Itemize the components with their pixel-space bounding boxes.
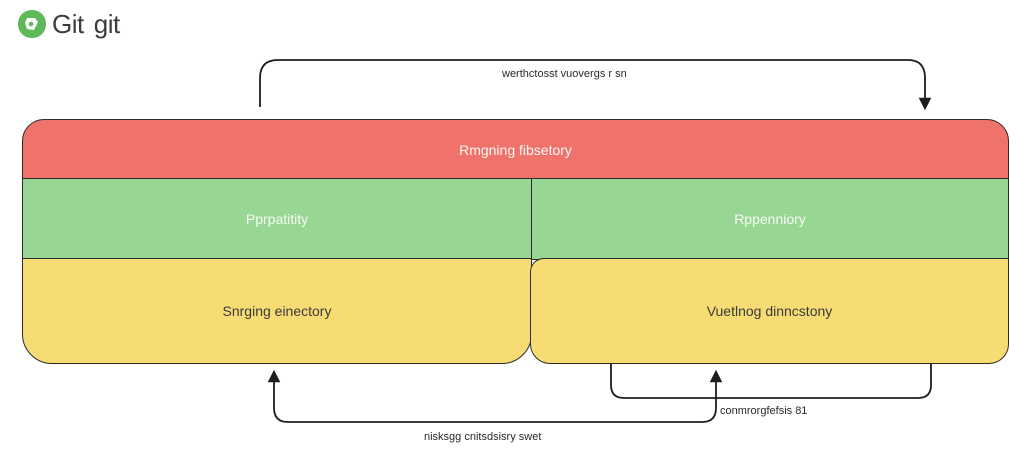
right-green-label: Rppenniory <box>734 211 806 227</box>
left-yellow-label: Snrging einectory <box>222 303 332 319</box>
right-arrow-label: conmrorgfefsis 81 <box>720 405 808 417</box>
left-yellow-region: Snrging einectory <box>22 258 532 364</box>
left-green-region: Pprpatitity <box>22 178 532 260</box>
left-green-label: Pprpatitity <box>245 211 309 227</box>
bottom-arrow-label: nisksgg cnitsdsisry swet <box>424 431 542 443</box>
git-logo-icon <box>18 10 46 38</box>
top-region-label: Rmgning fibsetory <box>459 141 572 158</box>
logo-brand: Git <box>52 9 84 39</box>
bottom-arrow <box>267 369 723 423</box>
right-yellow-region: Vuetlnog dinncstony <box>530 258 1009 364</box>
git-logo: Git git <box>16 8 120 40</box>
working-directory-top: Rmgning fibsetory <box>22 119 1009 180</box>
right-yellow-label: Vuetlnog dinncstony <box>706 303 833 319</box>
top-arrow-label: werthctosst vuovergs r sn <box>502 68 627 80</box>
right-green-region: Rppenniory <box>531 178 1009 260</box>
logo-word: git <box>93 9 120 39</box>
